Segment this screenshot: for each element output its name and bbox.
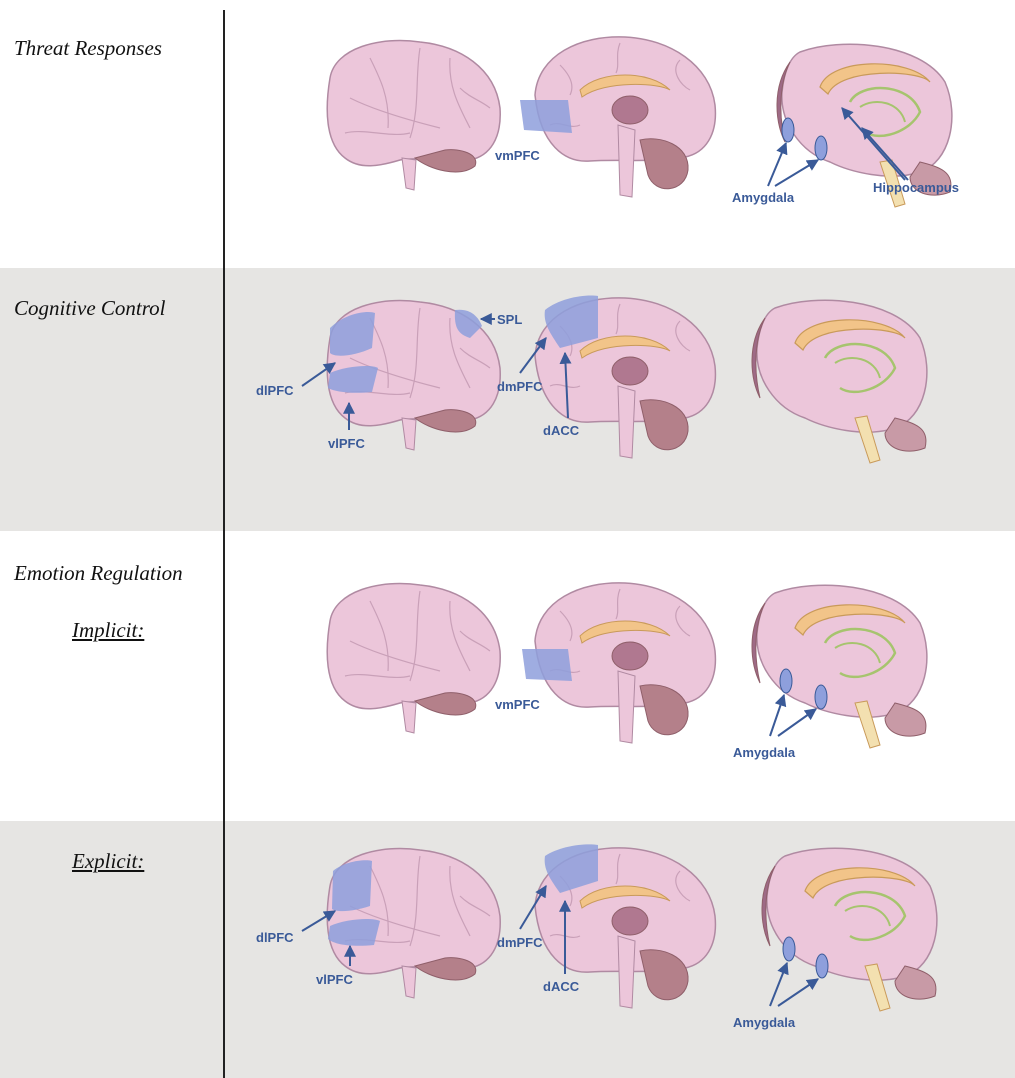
cognitive-control-panel: dlPFC vlPFC SPL dmPFC dACC [0, 268, 1015, 531]
amygdala-left [783, 937, 795, 961]
threat-responses-panel: vmPFC Amygdala Hippocampus [0, 0, 1015, 268]
limbic-brain [752, 300, 927, 463]
lateral-brain [327, 584, 500, 734]
dmpfc-label: dmPFC [497, 935, 543, 950]
vmpfc-region [522, 649, 572, 681]
lateral-brain [327, 41, 500, 191]
amygdala-left [782, 118, 794, 142]
vmpfc-region [520, 100, 572, 133]
dlpfc-label: dlPFC [256, 930, 294, 945]
limbic-brain [752, 585, 927, 748]
dlpfc-region [332, 860, 372, 911]
explicit-panel: dlPFC vlPFC dmPFC dACC Amygdala [0, 821, 1015, 1078]
amygdala-right [816, 954, 828, 978]
spl-label: SPL [497, 312, 522, 327]
dlpfc-label: dlPFC [256, 383, 294, 398]
hippocampus-label: Hippocampus [873, 180, 959, 195]
dlpfc-region [330, 312, 375, 356]
amygdala-label: Amygdala [733, 1015, 796, 1030]
dmpfc-label: dmPFC [497, 379, 543, 394]
dacc-label: dACC [543, 979, 580, 994]
amygdala-right [815, 136, 827, 160]
vmpfc-label: vmPFC [495, 148, 540, 163]
dacc-label: dACC [543, 423, 580, 438]
amygdala-label: Amygdala [732, 190, 795, 205]
amygdala-left [780, 669, 792, 693]
implicit-panel: vmPFC Amygdala [0, 531, 1015, 821]
limbic-brain [762, 848, 937, 1011]
amygdala-right [815, 685, 827, 709]
vlpfc-label: vlPFC [328, 436, 365, 451]
vmpfc-label: vmPFC [495, 697, 540, 712]
vlpfc-label: vlPFC [316, 972, 353, 987]
amygdala-label: Amygdala [733, 745, 796, 760]
